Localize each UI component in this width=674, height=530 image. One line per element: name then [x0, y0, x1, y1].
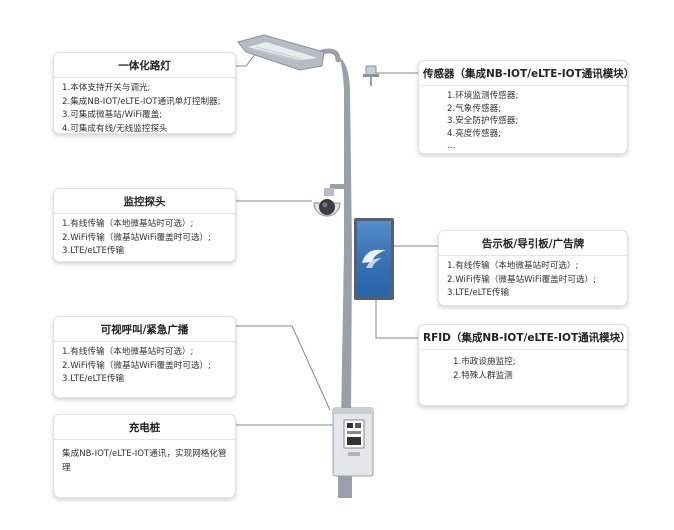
card-body: 集成NB-IOT/eLTE-IOT通讯，实现网格化管理: [62, 449, 227, 473]
list-item: 1.有线传输（本地微基站时可选）;: [62, 219, 194, 229]
connector-intercom: [236, 325, 331, 411]
card-charging: 充电桩 集成NB-IOT/eLTE-IOT通讯，实现网格化管理: [53, 414, 236, 498]
card-body: 1.有线传输（本地微基站时可选）; 2.WiFi传输（微基站WiFi覆盖时可选）…: [54, 342, 235, 391]
list-item: 3.可集成微基站/WiFi覆盖;: [62, 110, 163, 120]
card-body: 1.市政设施监控; 2.特殊人群监测: [419, 350, 627, 387]
connector-rfid: [375, 290, 418, 339]
list-item: 1.有线传输（本地微基站时可选）;: [62, 347, 194, 357]
pole-base: [338, 474, 352, 498]
card-body: 1.本体支持开关与调光; 2.集成NB-IOT/eLTE-IOT通讯单灯控制器;…: [54, 78, 235, 140]
list-item: 4.可集成有线/无线监控探头: [62, 123, 168, 134]
camera-device: [313, 184, 344, 217]
card-title: 告示板/导引板/广告牌: [439, 231, 627, 256]
list-item: 2.特殊人群监测: [453, 370, 513, 381]
card-title: 监控探头: [54, 189, 235, 214]
list-item: 3.LTE/eLTE传输: [62, 246, 125, 256]
card-body: 1.环境监测传感器; 2.气象传感器; 3.安全防护传感器; 4.亮度传感器; …: [419, 86, 627, 157]
list-item: 2.WiFi传输（微基站WiFi覆盖时可选）;: [62, 360, 212, 371]
list-item: 3.LTE/eLTE传输: [447, 288, 510, 298]
list-item: 1.环境监测传感器;: [447, 91, 519, 101]
list-item: 4.亮度传感器;: [447, 128, 502, 139]
card-body: 1.有线传输（本地微基站时可选）; 2.WiFi传输（微基站WiFi覆盖时可选）…: [439, 256, 627, 305]
card-rfid: RFID（集成NB-IOT/eLTE-IOT通讯模块） 1.市政设施监控; 2.…: [418, 324, 631, 406]
list-item: 2.气象传感器;: [447, 103, 502, 114]
list-item: 2.集成NB-IOT/eLTE-IOT通讯单灯控制器;: [62, 96, 221, 107]
card-title: 可视呼叫/紧急广播: [54, 317, 235, 342]
charging-cabinet: [332, 407, 374, 477]
list-item: ...: [447, 141, 456, 151]
card-title: 传感器（集成NB-IOT/eLTE-IOT通讯模块）: [419, 61, 634, 86]
card-title: RFID（集成NB-IOT/eLTE-IOT通讯模块）: [419, 325, 631, 350]
card-sensor: 传感器（集成NB-IOT/eLTE-IOT通讯模块） 1.环境监测传感器; 2.…: [418, 60, 634, 157]
lamp-head: [237, 34, 325, 71]
card-title: 充电桩: [54, 415, 235, 440]
list-item: 2.WiFi传输（微基站WiFi覆盖时可选）;: [447, 274, 597, 285]
card-integrated-light: 一体化路灯 1.本体支持开关与调光; 2.集成NB-IOT/eLTE-IOT通讯…: [53, 52, 236, 134]
list-item: 1.市政设施监控;: [453, 357, 516, 367]
card-intercom: 可视呼叫/紧急广播 1.有线传输（本地微基站时可选）; 2.WiFi传输（微基站…: [53, 316, 236, 398]
pole-upper: [340, 58, 352, 420]
list-item: 3.安全防护传感器;: [447, 116, 519, 126]
sensor-device: [363, 65, 379, 86]
list-item: 1.本体支持开关与调光;: [62, 83, 151, 93]
card-camera: 监控探头 1.有线传输（本地微基站时可选）; 2.WiFi传输（微基站WiFi覆…: [53, 188, 236, 262]
list-item: 1.有线传输（本地微基站时可选）;: [447, 261, 579, 271]
list-item: 3.LTE/eLTE传输: [62, 374, 125, 384]
list-item: 2.WiFi传输（微基站WiFi覆盖时可选）;: [62, 232, 212, 243]
billboard-screen: [354, 218, 394, 300]
card-title: 一体化路灯: [54, 53, 235, 78]
card-body: 1.有线传输（本地微基站时可选）; 2.WiFi传输（微基站WiFi覆盖时可选）…: [54, 214, 235, 263]
card-billboard: 告示板/导引板/广告牌 1.有线传输（本地微基站时可选）; 2.WiFi传输（微…: [438, 230, 628, 306]
